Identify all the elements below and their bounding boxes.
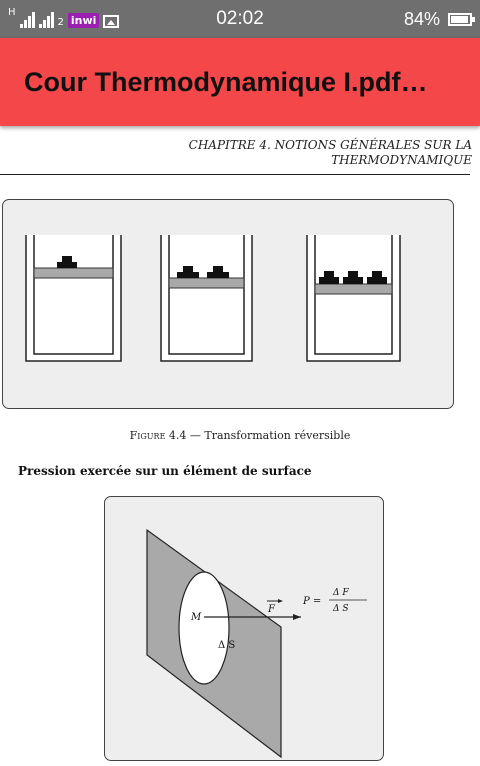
figure-caption: Figure 4.4 — Transformation réversible (0, 429, 480, 442)
formula-denominator: Δ S (332, 604, 349, 614)
image-notification-icon (103, 15, 120, 28)
status-time: 02:02 (216, 8, 264, 29)
piston-container-2 (160, 235, 253, 362)
formula-numerator: Δ F (332, 588, 349, 598)
sim2-indicator: 2 (57, 17, 64, 28)
battery-fill (451, 15, 468, 23)
figure-reversible-transformation (2, 199, 454, 409)
label-delta-S: Δ S (218, 640, 235, 651)
battery-icon (448, 12, 475, 26)
caption-text: Transformation réversible (204, 429, 351, 442)
weight (319, 271, 339, 284)
weight (177, 266, 199, 278)
piston-diagram (25, 235, 401, 362)
weight (57, 256, 77, 268)
weight (367, 271, 387, 284)
status-icons-left: H 2 inwi (8, 7, 120, 28)
pdf-page[interactable]: CHAPITRE 4. NOTIONS GÉNÉRALES SUR LA THE… (0, 126, 480, 766)
formula-left: P = (302, 596, 321, 607)
surface-element (178, 571, 230, 685)
document-title[interactable]: Cour Thermodynamique I.pdf… (24, 67, 428, 97)
weight (343, 271, 363, 284)
sim1-network-type: H (8, 7, 16, 18)
pressure-diagram: M F Δ S P = Δ F Δ S (146, 528, 367, 759)
piston-2 (168, 277, 245, 289)
weight (207, 266, 229, 278)
caption-separator: — (186, 429, 205, 442)
app-bar: Cour Thermodynamique I.pdf… (0, 38, 480, 126)
running-header-line2: THERMODYNAMIQUE (331, 153, 472, 167)
header-rule (0, 174, 470, 175)
piston-1 (33, 267, 114, 279)
piston-container-3 (306, 235, 401, 362)
running-header: CHAPITRE 4. NOTIONS GÉNÉRALES SUR LA THE… (189, 138, 472, 168)
figure-pressure-surface: M F Δ S P = Δ F Δ S (104, 496, 384, 761)
section-heading: Pression exercée sur un élément de surfa… (18, 464, 312, 478)
signal-sim2-icon (38, 12, 54, 28)
label-M: M (190, 612, 202, 623)
carrier-badge: inwi (67, 13, 100, 28)
running-header-line1: CHAPITRE 4. NOTIONS GÉNÉRALES SUR LA (188, 138, 472, 152)
force-arrowhead (293, 614, 301, 620)
label-F: F (267, 604, 276, 615)
battery-percent: 84% (403, 9, 440, 29)
piston-container-1 (25, 235, 122, 362)
figure-label: Figure 4.4 (129, 429, 187, 442)
signal-sim1-icon (19, 12, 35, 28)
status-bar: H 2 inwi 02:02 84% (0, 0, 480, 38)
status-icons-right: 84% (403, 7, 475, 31)
piston-3 (314, 283, 393, 295)
